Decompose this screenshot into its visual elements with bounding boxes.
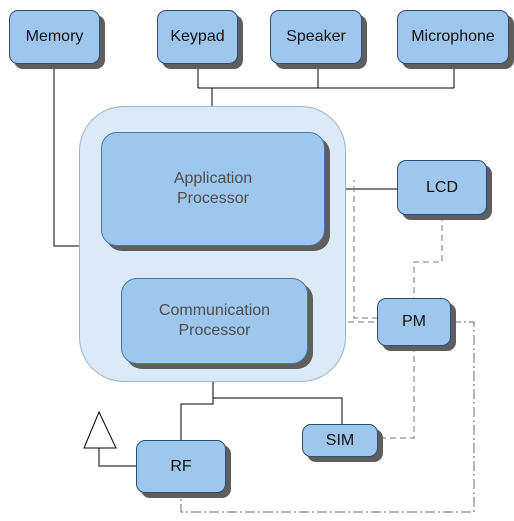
rf-label: RF <box>170 457 192 475</box>
container-to-rf-sim <box>180 382 214 440</box>
sim-box[interactable]: SIM <box>302 424 378 457</box>
memory-connector <box>53 64 79 247</box>
rf-box[interactable]: RF <box>136 440 226 493</box>
sim-connector <box>213 397 343 424</box>
microphone-label: Microphone <box>411 28 495 45</box>
memory-label: Memory <box>25 28 84 45</box>
pm-sim-power-line <box>378 346 415 439</box>
speaker-label: Speaker <box>286 28 346 45</box>
speaker-box[interactable]: Speaker <box>270 10 362 64</box>
lcd-label: LCD <box>425 178 458 196</box>
memory-box[interactable]: Memory <box>9 10 100 64</box>
pm-rf-control-line <box>180 321 475 513</box>
application-processor-box[interactable]: Application Processor <box>101 132 325 246</box>
keypad-label: Keypad <box>170 28 225 45</box>
pm-label: PM <box>402 313 426 330</box>
pm-box[interactable]: PM <box>377 298 451 346</box>
dash-dot-connectors <box>180 321 475 513</box>
pm-ap-power-line <box>353 180 378 319</box>
lcd-box[interactable]: LCD <box>397 160 487 215</box>
communication-processor-label: Communication Processor <box>158 302 271 339</box>
sim-label: SIM <box>325 431 355 449</box>
antenna-icon <box>83 410 117 449</box>
keypad-box[interactable]: Keypad <box>157 10 238 64</box>
microphone-box[interactable]: Microphone <box>397 10 509 64</box>
antenna-connector <box>98 448 137 467</box>
lcd-pm-power-line <box>413 215 443 298</box>
solid-connectors <box>53 64 455 467</box>
communication-processor-box[interactable]: Communication Processor <box>121 278 308 364</box>
application-processor-label: Application Processor <box>173 170 253 207</box>
